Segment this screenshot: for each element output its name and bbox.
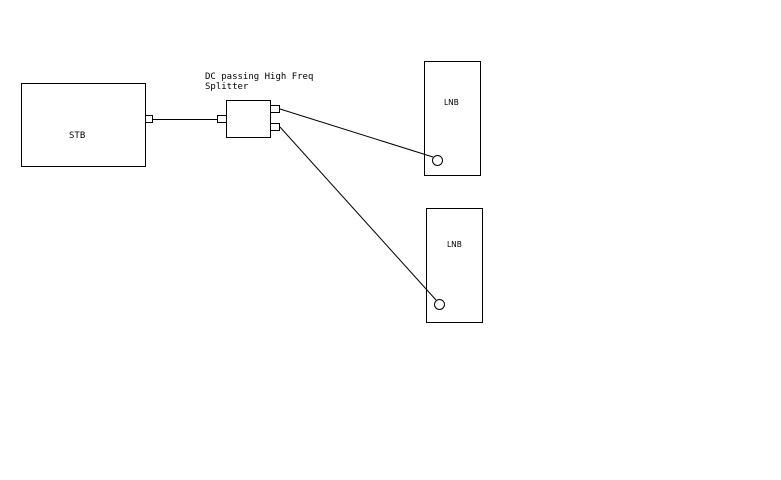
splitter-body (226, 100, 271, 138)
stb-label: STB (69, 131, 85, 141)
lnb-top: LNB (424, 61, 481, 176)
lnb-bottom-connector (434, 299, 445, 310)
splitter-input-port (217, 115, 227, 123)
stb-output-port (145, 115, 153, 123)
stb-box: STB (21, 83, 153, 167)
lnb-top-connector (432, 155, 443, 166)
cable-splitter-to-lnb-bottom (279, 126, 437, 301)
splitter: DC passing High Freq Splitter (205, 72, 313, 138)
splitter-output-port-1 (270, 105, 280, 113)
splitter-output-port-2 (270, 123, 280, 131)
splitter-label-line2: Splitter (205, 82, 249, 92)
lnb-bottom: LNB (426, 208, 483, 323)
lnb-top-label: LNB (444, 98, 459, 107)
splitter-label-line1: DC passing High Freq (205, 72, 313, 82)
cable-splitter-to-lnb-top (279, 108, 434, 158)
lnb-bottom-label: LNB (447, 240, 462, 249)
